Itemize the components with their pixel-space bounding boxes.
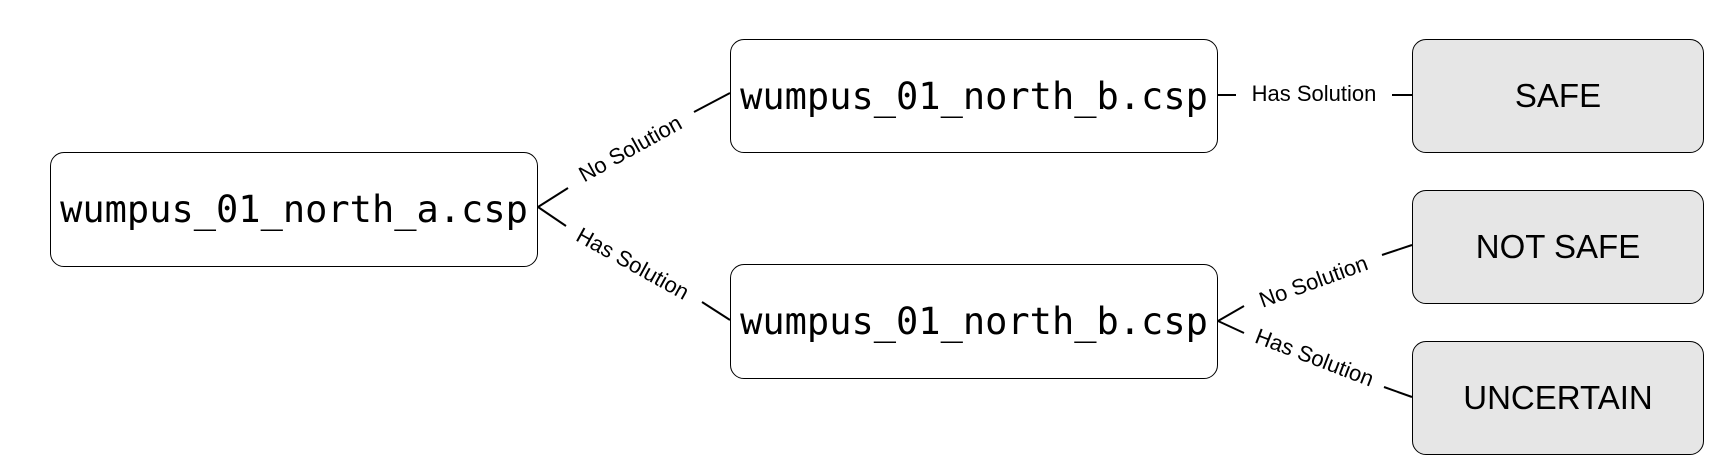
node-lower-file: wumpus_01_north_b.csp <box>730 264 1218 379</box>
outcome-safe: SAFE <box>1412 39 1704 153</box>
edge-label-no-solution: No Solution <box>574 110 686 187</box>
outcome-not-safe-label: NOT SAFE <box>1475 228 1641 265</box>
node-root-label: wumpus_01_north_a.csp <box>60 188 528 231</box>
outcome-not-safe: NOT SAFE <box>1412 190 1704 304</box>
outcome-safe-label: SAFE <box>1514 77 1602 114</box>
edge-label-has-solution: Has Solution <box>572 222 693 304</box>
edge-lower-to-uncertain: Has Solution <box>1217 320 1413 398</box>
outcome-uncertain-label: UNCERTAIN <box>1463 379 1653 416</box>
edge-label-has-solution: Has Solution <box>1252 323 1377 391</box>
node-upper-file: wumpus_01_north_b.csp <box>730 39 1218 153</box>
edge-root-to-upper: No Solution <box>537 92 731 208</box>
edge-label-no-solution: No Solution <box>1256 250 1371 312</box>
node-upper-label: wumpus_01_north_b.csp <box>740 74 1208 118</box>
outcome-uncertain: UNCERTAIN <box>1412 341 1704 455</box>
node-lower-label: wumpus_01_north_b.csp <box>740 300 1208 343</box>
edge-upper-to-safe: Has Solution <box>1218 81 1412 106</box>
node-root-file: wumpus_01_north_a.csp <box>50 152 538 267</box>
edge-root-to-lower: Has Solution <box>537 206 731 321</box>
edge-lower-to-not-safe: No Solution <box>1217 244 1413 322</box>
edge-label-has-solution: Has Solution <box>1252 81 1377 106</box>
